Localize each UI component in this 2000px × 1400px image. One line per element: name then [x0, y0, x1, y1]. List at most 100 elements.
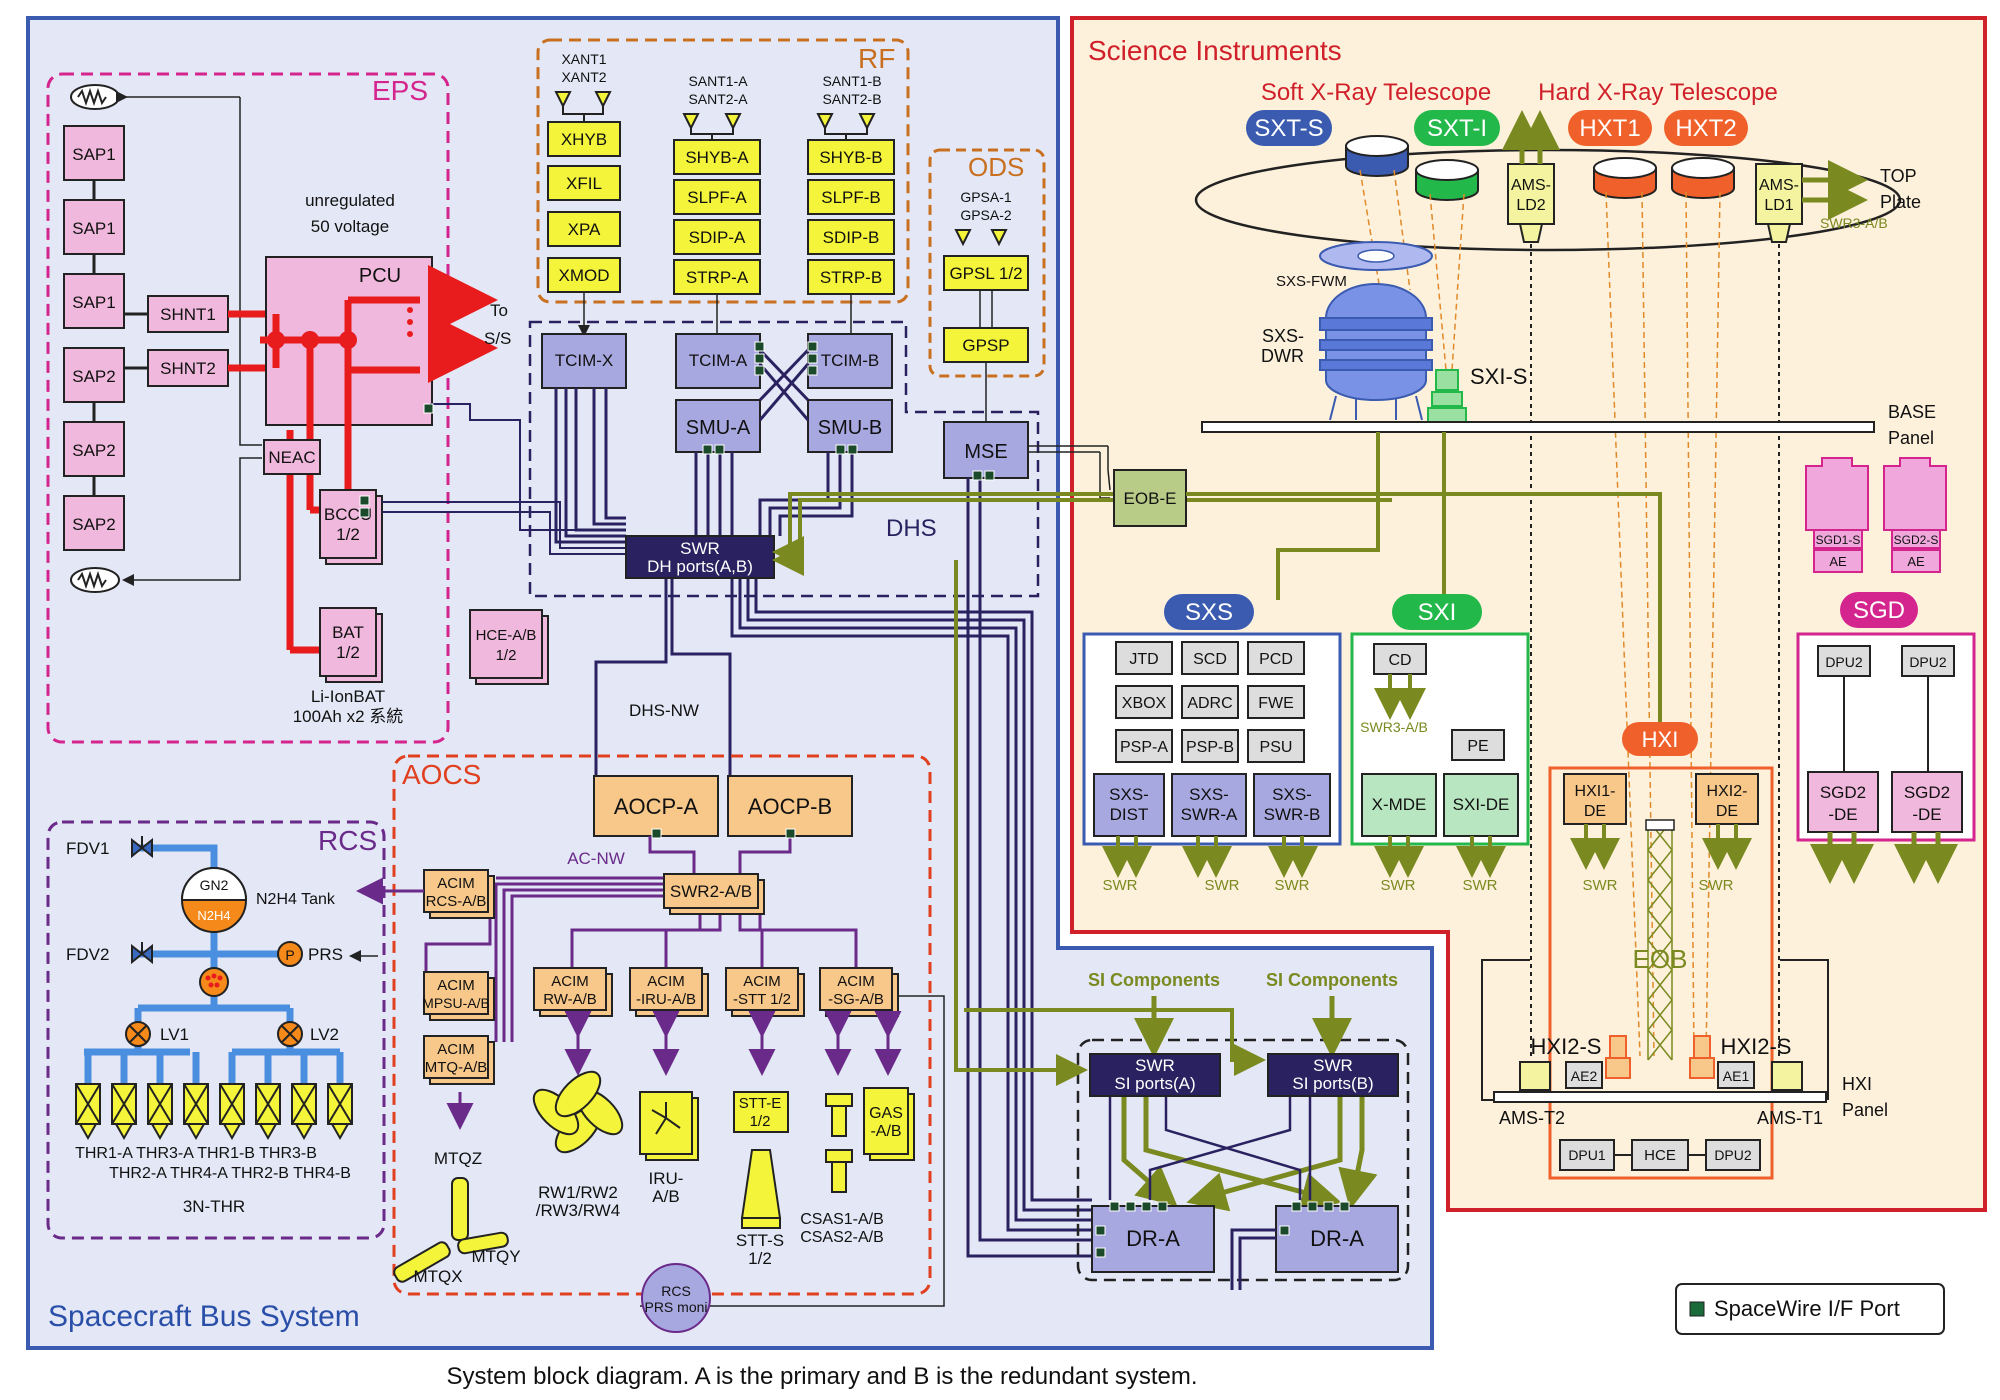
svg-text:DWR: DWR [1261, 346, 1304, 366]
svg-text:Soft X-Ray Telescope: Soft X-Ray Telescope [1261, 79, 1491, 106]
svg-text:AOCP-A: AOCP-A [614, 794, 699, 819]
svg-text:SWR: SWR [1135, 1056, 1175, 1075]
smu-b [807, 399, 893, 453]
svg-text:ADRC: ADRC [1187, 695, 1232, 712]
svg-text:BASE: BASE [1888, 402, 1936, 422]
sgd-sensor-icon [1805, 457, 1947, 573]
svg-text:CSAS1-A/B: CSAS1-A/B [800, 1211, 884, 1228]
svg-text:CD: CD [1388, 652, 1411, 669]
svg-text:SDIP-A: SDIP-A [689, 228, 746, 247]
top-plate [1194, 148, 1902, 252]
swr-si-ports-a [1089, 1053, 1221, 1097]
si-ports-section: SI Components SI Components SWR SI ports… [772, 492, 1410, 1290]
svg-text:EOB-E: EOB-E [1124, 489, 1177, 508]
svg-text:SANT2-A: SANT2-A [688, 91, 748, 107]
svg-text:HXI2-: HXI2- [1707, 783, 1748, 800]
svg-text:1/2: 1/2 [336, 643, 360, 662]
n2h4-tank-icon [180, 867, 248, 933]
svg-text:SWR2-A/B: SWR2-A/B [670, 882, 752, 901]
legend: SpaceWire I/F Port [1675, 1283, 1945, 1335]
svg-text:XBOX: XBOX [1122, 695, 1167, 712]
swr-dh-ports [625, 535, 775, 579]
svg-text:DHS: DHS [886, 515, 937, 542]
svg-text:SXS-: SXS- [1262, 326, 1304, 346]
svg-text:1/2: 1/2 [336, 525, 360, 544]
svg-text:IRU-: IRU- [649, 1169, 684, 1188]
svg-text:SXI-DE: SXI-DE [1453, 795, 1510, 814]
svg-text:SCD: SCD [1193, 651, 1227, 668]
pressure-sensor-icon [277, 941, 303, 967]
svg-text:ACIM: ACIM [437, 875, 475, 892]
rf-col-x: XHYB XFIL XPA XMOD [547, 121, 621, 293]
rf-section: RF XANT1 XANT2 SANT1-A SANT2-A SANT1-B S… [536, 38, 910, 304]
battery [319, 607, 377, 677]
gas-icon [863, 1087, 915, 1161]
svg-text:GPSA-1: GPSA-1 [960, 189, 1012, 205]
svg-text:RF: RF [858, 43, 895, 74]
svg-text:FWE: FWE [1258, 695, 1294, 712]
telescope-top: Soft X-Ray Telescope Hard X-Ray Telescop… [1113, 79, 1936, 1060]
svg-text:SHYB-B: SHYB-B [819, 148, 882, 167]
svg-text:SGD2: SGD2 [1904, 783, 1950, 802]
svg-text:PSP-B: PSP-B [1186, 739, 1234, 756]
svg-text:HXT2: HXT2 [1675, 115, 1736, 142]
aocp-b [727, 775, 853, 837]
antenna-icon [554, 91, 876, 131]
svg-text:TCIM-A: TCIM-A [689, 351, 748, 370]
svg-text:DPU1: DPU1 [1568, 1147, 1606, 1163]
ods-section: ODS GPSA-1 GPSA-2 GPSL 1/2 GPSP [928, 148, 1046, 422]
svg-text:DR-A: DR-A [1126, 1226, 1180, 1251]
svg-text:XANT2: XANT2 [561, 69, 606, 85]
svg-text:SGD2-S: SGD2-S [1894, 533, 1939, 547]
svg-text:GPSL 1/2: GPSL 1/2 [949, 264, 1022, 283]
svg-text:STT-E: STT-E [739, 1095, 782, 1112]
svg-text:DH ports(A,B): DH ports(A,B) [647, 557, 753, 576]
acim-mtq: ACIM MTQ-A/B [423, 1035, 495, 1085]
sxi-swr-1: SWR [1381, 877, 1416, 894]
svg-text:SWR3-A/B: SWR3-A/B [1360, 719, 1428, 735]
svg-text:RCS: RCS [661, 1283, 691, 1299]
svg-text:Plate: Plate [1880, 192, 1921, 212]
eps-title: EPS [372, 75, 428, 106]
acim-stt: ACIM -STT 1/2 [725, 967, 805, 1017]
svg-text:SDIP-B: SDIP-B [823, 228, 880, 247]
base-panel [1201, 421, 1875, 433]
svg-text:SXS: SXS [1185, 599, 1233, 626]
svg-text:PSP-A: PSP-A [1120, 739, 1168, 756]
svg-text:SAP2: SAP2 [72, 367, 115, 386]
sxi-section: SXI CD SWR3-A/B PE X-MDE SXI-DE SWR SWR [1350, 594, 1530, 894]
svg-text:XFIL: XFIL [566, 174, 602, 193]
svg-text:RW-A/B: RW-A/B [543, 991, 597, 1008]
svg-text:-IRU-A/B: -IRU-A/B [636, 991, 696, 1008]
svg-text:RW1/RW2: RW1/RW2 [538, 1183, 618, 1202]
svg-text:P: P [285, 947, 294, 963]
hce [469, 609, 543, 679]
rcs-prs-monitor [641, 1263, 711, 1333]
sxs-section: SXS JTD SCD PCD XBOX ADRC FWE PSP-A PSP-… [1082, 594, 1342, 894]
svg-text:SXS-: SXS- [1272, 785, 1312, 804]
svg-text:AMS-: AMS- [1759, 177, 1799, 194]
svg-text:1/2: 1/2 [496, 647, 517, 664]
svg-text:BAT: BAT [332, 623, 364, 642]
svg-text:GN2: GN2 [200, 877, 229, 893]
svg-text:STRP-A: STRP-A [686, 268, 749, 287]
svg-text:JTD: JTD [1129, 651, 1158, 668]
svg-text:S/S: S/S [484, 329, 511, 348]
svg-text:DR-A: DR-A [1310, 1226, 1364, 1251]
tcim-a [675, 333, 761, 389]
svg-text:XPA: XPA [568, 220, 601, 239]
rcs-section: RCS FDV1 FDV2 GN2 N2H4 N2H4 Tank [46, 820, 386, 1240]
svg-text:MTQZ: MTQZ [434, 1149, 482, 1168]
svg-text:DPU2: DPU2 [1909, 654, 1947, 670]
bus-title: Spacecraft Bus System [48, 1300, 360, 1333]
svg-text:1/2: 1/2 [748, 1249, 772, 1268]
swr-si-ports-b [1267, 1053, 1399, 1097]
svg-text:SAP1: SAP1 [72, 145, 115, 164]
svg-text:XANT1: XANT1 [561, 51, 606, 67]
svg-text:GPSP: GPSP [962, 336, 1009, 355]
svg-text:FDV1: FDV1 [66, 839, 109, 858]
svg-text:AOCS: AOCS [402, 759, 481, 790]
acim-sg: ACIM -SG-A/B [819, 967, 899, 1017]
tcim-x [541, 333, 627, 389]
svg-text:/RW3/RW4: /RW3/RW4 [536, 1201, 620, 1220]
